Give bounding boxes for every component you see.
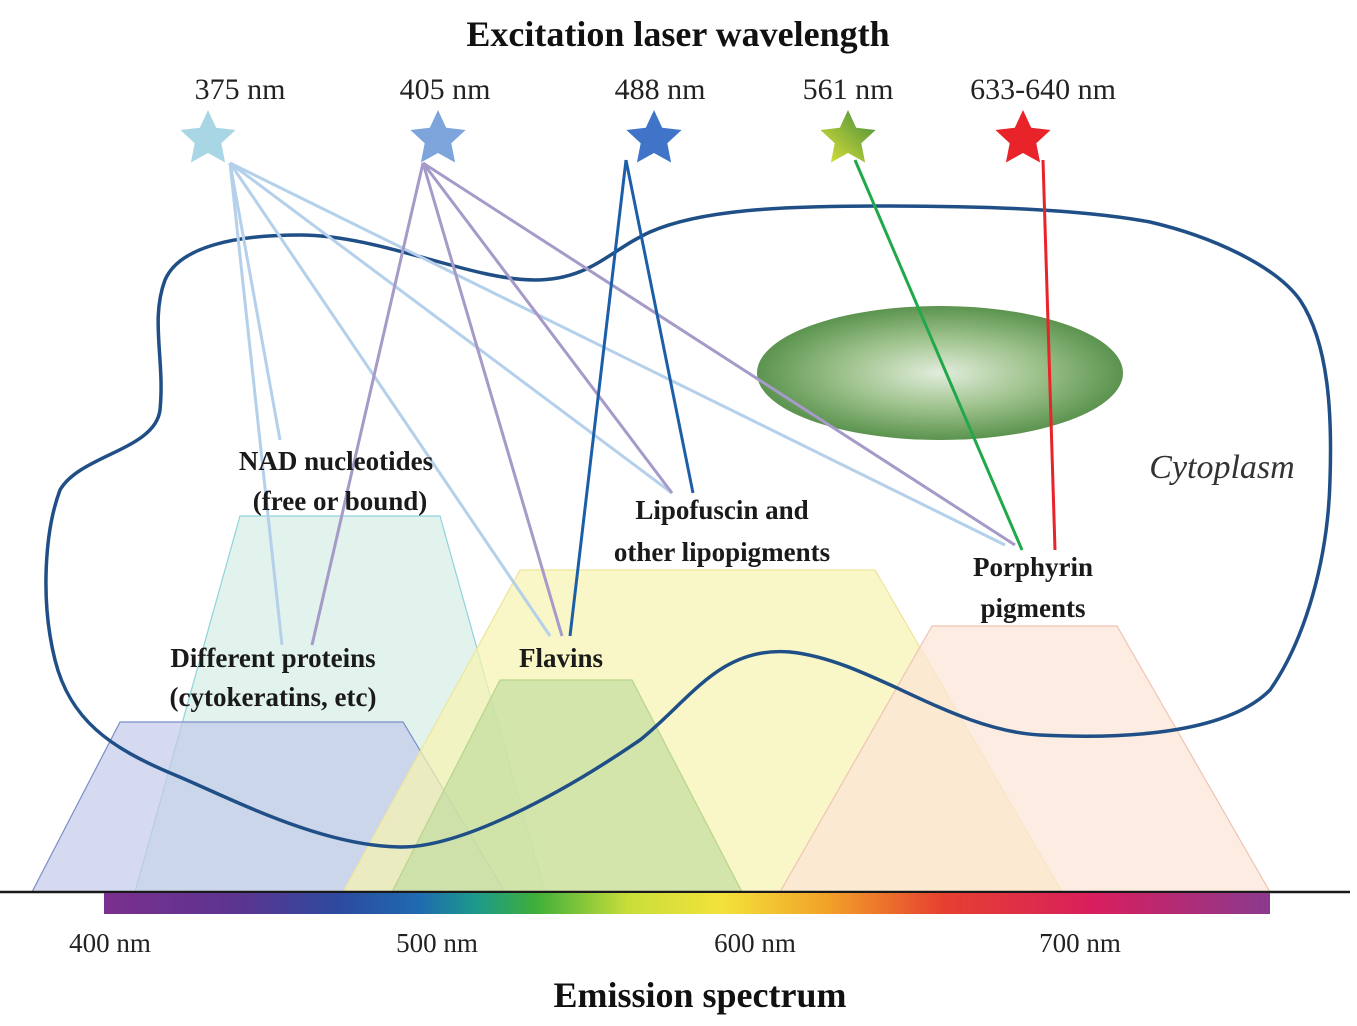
star-488-icon xyxy=(626,110,682,163)
tick-700nm: 700 nm xyxy=(1039,928,1121,958)
line-375-porphyrin xyxy=(229,161,1006,547)
laser-label-405: 405 nm xyxy=(400,73,491,106)
line-375-proteins xyxy=(228,162,284,646)
label-nad-line2: (free or bound) xyxy=(253,486,428,516)
line-488-lipofuscin xyxy=(624,159,695,494)
label-flavins: Flavins xyxy=(519,643,603,673)
star-633-640-icon xyxy=(995,110,1051,163)
emission-spectrum-bar xyxy=(104,893,1270,914)
line-375-lipofuscin xyxy=(229,161,673,495)
star-375-icon xyxy=(180,110,236,163)
line-405-proteins xyxy=(310,162,425,646)
line-561-porphyrin xyxy=(853,159,1024,551)
line-633-porphyrin xyxy=(1041,159,1057,551)
lines-405nm xyxy=(310,161,1016,646)
laser-stars xyxy=(180,110,1051,163)
label-cytoplasm: Cytoplasm xyxy=(1149,449,1294,486)
label-lipofuscin-line1: Lipofuscin and xyxy=(635,495,808,525)
tick-500nm: 500 nm xyxy=(396,928,478,958)
lines-375nm xyxy=(228,161,1006,646)
emission-spectrum-title: Emission spectrum xyxy=(553,975,846,1015)
laser-label-375: 375 nm xyxy=(195,73,286,106)
diagram-title: Excitation laser wavelength xyxy=(466,14,889,54)
laser-label-561: 561 nm xyxy=(803,73,894,106)
line-405-lipofuscin xyxy=(421,162,674,494)
star-561-icon xyxy=(820,110,876,163)
nucleus xyxy=(757,306,1123,440)
line-405-porphyrin xyxy=(422,161,1016,547)
label-porphyrin-line2: pigments xyxy=(980,593,1085,623)
line-375-nad xyxy=(228,162,282,441)
line-375-flavins xyxy=(228,162,552,637)
label-nad-line1: NAD nucleotides xyxy=(239,446,433,476)
label-porphyrin-line1: Porphyrin xyxy=(973,552,1093,582)
lines-488nm xyxy=(568,159,695,637)
line-405-flavins xyxy=(421,162,564,637)
line-488-flavins xyxy=(568,159,628,637)
cell-outline xyxy=(44,204,1333,849)
star-405-icon xyxy=(410,110,466,163)
laser-label-488: 488 nm xyxy=(615,73,706,106)
tick-600nm: 600 nm xyxy=(714,928,796,958)
tick-400nm: 400 nm xyxy=(69,928,151,958)
label-lipofuscin-line2: other lipopigments xyxy=(614,537,830,567)
laser-label-633-640: 633-640 nm xyxy=(970,73,1116,106)
label-proteins-line2: (cytokeratins, etc) xyxy=(170,682,377,712)
label-proteins-line1: Different proteins xyxy=(170,643,375,673)
